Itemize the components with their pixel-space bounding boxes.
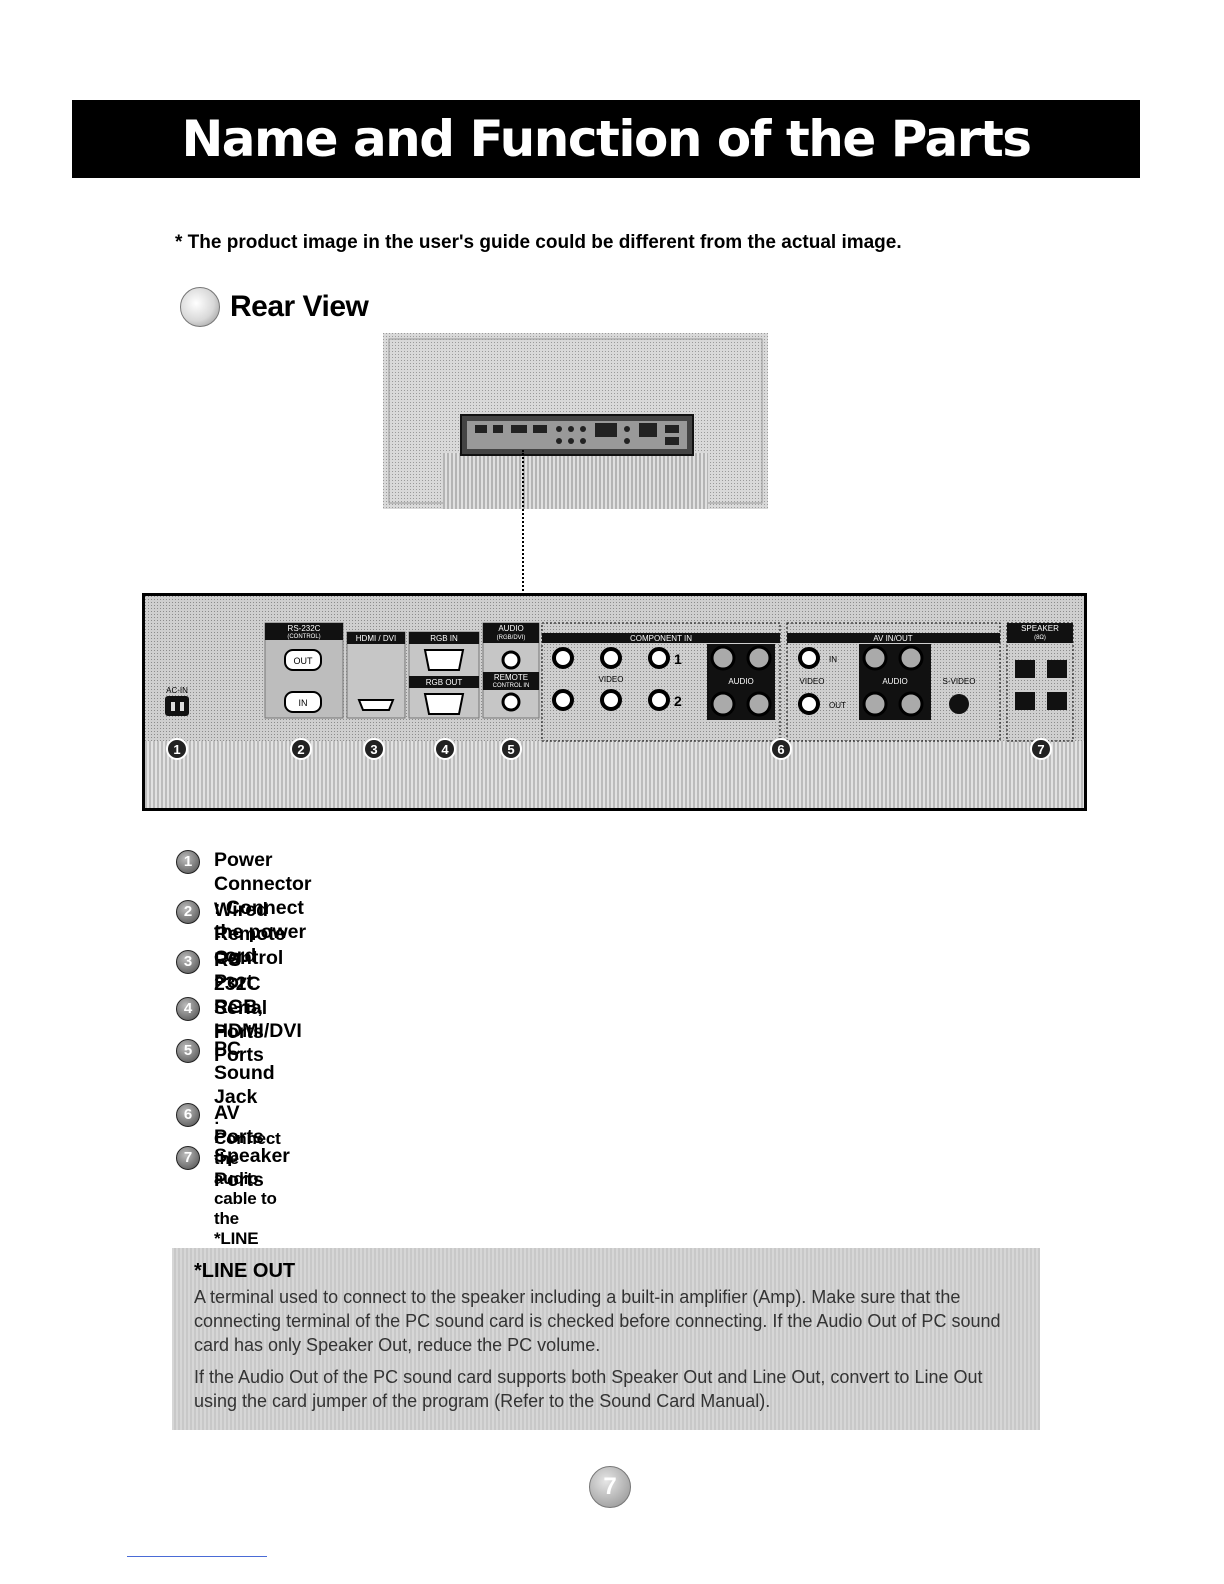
component-1-label: 1 bbox=[674, 651, 682, 667]
component-audio-label: AUDIO bbox=[728, 677, 753, 686]
rs232c-label: RS-232C bbox=[288, 624, 321, 633]
rs232c-sub-label: (CONTROL) bbox=[287, 634, 320, 640]
line-out-title: *LINE OUT bbox=[194, 1260, 1018, 1283]
connector-dotted-line bbox=[522, 450, 524, 595]
callout-2: 2 bbox=[297, 742, 304, 757]
item-text: PC Sound Jack bbox=[214, 1037, 281, 1109]
page-number: 7 bbox=[589, 1466, 631, 1508]
list-item-av: 6 AV Ports bbox=[176, 1101, 264, 1149]
component-video-label: VIDEO bbox=[599, 675, 624, 684]
rear-connector-panel: AC-IN RS-232C (CONTROL) OUT IN HDMI / DV… bbox=[142, 593, 1087, 811]
remote-label: REMOTE bbox=[494, 673, 528, 682]
ac-in-socket bbox=[165, 696, 189, 716]
audio-rgbdvi-sub-label: (RGB/DVI) bbox=[497, 635, 526, 641]
callout-1: 1 bbox=[173, 742, 180, 757]
line-out-paragraph-1: A terminal used to connect to the speake… bbox=[194, 1285, 1018, 1357]
callout-3: 3 bbox=[370, 742, 377, 757]
speaker-label: SPEAKER bbox=[1021, 624, 1059, 633]
item-text: AV Ports bbox=[214, 1101, 264, 1149]
number-badge: 4 bbox=[176, 997, 200, 1021]
number-badge: 2 bbox=[176, 900, 200, 924]
callout-4: 4 bbox=[441, 742, 449, 757]
s-video-port bbox=[949, 694, 969, 714]
rgb-out-port bbox=[425, 694, 463, 714]
number-badge: 5 bbox=[176, 1039, 200, 1063]
callout-7: 7 bbox=[1037, 742, 1044, 757]
disclaimer-note: * The product image in the user's guide … bbox=[175, 232, 902, 254]
av-audio-label: AUDIO bbox=[882, 677, 907, 686]
remote-control-jack bbox=[503, 694, 519, 710]
speaker-sub-label: (8Ω) bbox=[1034, 635, 1046, 641]
item-text: Speaker Ports bbox=[214, 1144, 290, 1192]
audio-rgbdvi-label: AUDIO bbox=[498, 624, 523, 633]
av-in-out-label: AV IN/OUT bbox=[873, 634, 913, 643]
title-banner: Name and Function of the Parts bbox=[72, 100, 1140, 178]
number-badge: 7 bbox=[176, 1146, 200, 1170]
section-title: Rear View bbox=[230, 290, 368, 324]
s-video-label: S-VIDEO bbox=[943, 677, 976, 686]
line-out-note-box: *LINE OUT A terminal used to connect to … bbox=[172, 1248, 1040, 1430]
list-item-speaker: 7 Speaker Ports bbox=[176, 1144, 290, 1192]
hdmi-port bbox=[359, 700, 393, 710]
connector-panel-drawing: AC-IN RS-232C (CONTROL) OUT IN HDMI / DV… bbox=[145, 596, 1084, 808]
av-video-label: VIDEO bbox=[800, 677, 825, 686]
rs232c-out-label: OUT bbox=[294, 656, 314, 666]
bullet-circle-icon bbox=[180, 287, 220, 327]
rgb-out-label: RGB OUT bbox=[426, 678, 463, 687]
number-badge: 6 bbox=[176, 1103, 200, 1127]
rear-view-heading: Rear View bbox=[180, 287, 368, 327]
rs232c-in-label: IN bbox=[299, 698, 308, 708]
number-badge: 1 bbox=[176, 850, 200, 874]
page-title: Name and Function of the Parts bbox=[181, 110, 1030, 168]
callout-6: 6 bbox=[777, 742, 784, 757]
remote-sub-label: CONTROL IN bbox=[493, 683, 530, 689]
av-in-label: IN bbox=[829, 655, 837, 664]
tv-rear-illustration bbox=[383, 333, 768, 509]
pc-audio-jack bbox=[503, 652, 519, 668]
component-2-label: 2 bbox=[674, 693, 682, 709]
rgb-in-port bbox=[425, 650, 463, 670]
ac-in-label: AC-IN bbox=[166, 686, 188, 695]
callout-5: 5 bbox=[507, 742, 514, 757]
hdmi-dvi-label: HDMI / DVI bbox=[356, 634, 396, 643]
number-badge: 3 bbox=[176, 950, 200, 974]
component-in-label: COMPONENT IN bbox=[630, 634, 692, 643]
footer-divider bbox=[127, 1556, 267, 1557]
rgb-in-label: RGB IN bbox=[430, 634, 458, 643]
line-out-paragraph-2: If the Audio Out of the PC sound card su… bbox=[194, 1365, 1018, 1413]
av-out-label: OUT bbox=[829, 701, 846, 710]
